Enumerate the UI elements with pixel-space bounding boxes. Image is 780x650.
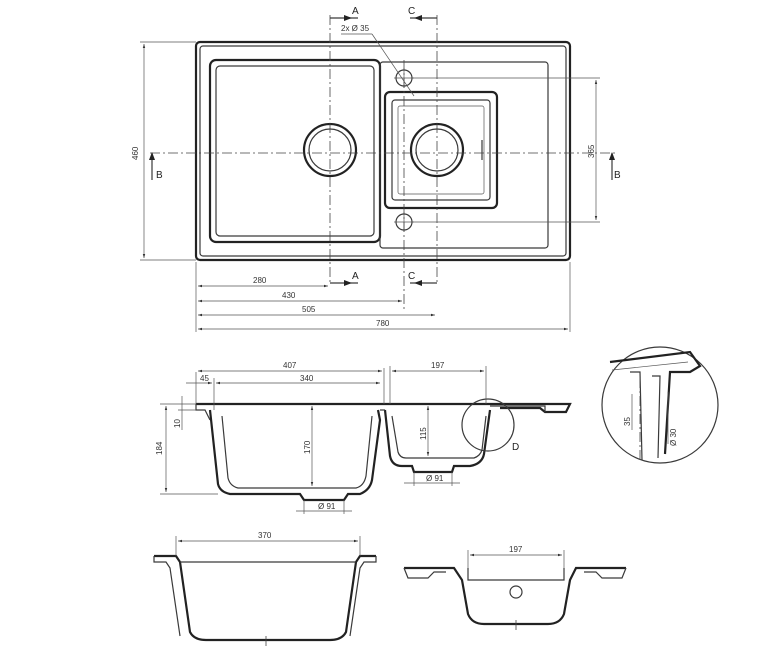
dim-430: 430	[282, 291, 296, 300]
overflow-hole	[509, 585, 523, 599]
sink-outline	[194, 40, 572, 262]
small-bowl	[383, 90, 499, 210]
dim-115: 115	[419, 427, 428, 440]
drainboard	[379, 61, 549, 249]
dim-460: 460	[131, 146, 140, 160]
dim-drain-small: Ø 91	[426, 474, 444, 483]
dim-340: 340	[300, 374, 314, 383]
large-bowl	[208, 58, 382, 244]
section-b-left: B	[156, 170, 163, 181]
detail-d-label: D	[512, 442, 519, 453]
dim-184: 184	[155, 441, 164, 455]
section-c-bottom: C	[408, 271, 415, 282]
section-a-top: A	[352, 6, 359, 17]
section-b-right: B	[614, 170, 621, 181]
dim-45: 45	[200, 374, 209, 383]
dim-780: 780	[376, 319, 390, 328]
dim-10: 10	[173, 419, 182, 428]
dim-phi30-detail: Ø 30	[669, 428, 678, 446]
large-bowl-section	[208, 409, 382, 502]
detail-d-circle	[461, 398, 515, 452]
small-bowl-section	[383, 409, 492, 474]
hole-note: 2x Ø 35	[341, 24, 370, 33]
top-view: A A C C B B 2x Ø 35 460 365 280	[131, 6, 621, 332]
dim-35-detail: 35	[623, 417, 632, 426]
dim-170: 170	[303, 440, 312, 454]
dim-365: 365	[587, 144, 596, 158]
dim-280: 280	[253, 276, 267, 285]
dim-197-bottom: 197	[509, 545, 523, 554]
dim-197-section: 197	[431, 361, 445, 370]
dim-407: 407	[283, 361, 297, 370]
section-c-top: C	[408, 6, 415, 17]
dim-drain-large: Ø 91	[318, 502, 336, 511]
bottom-right-section: 197	[403, 545, 627, 632]
dim-505: 505	[302, 305, 316, 314]
section-view: D 407 45 340 197 184 10 170 115 Ø 91	[155, 361, 572, 514]
dim-370: 370	[258, 531, 272, 540]
section-a-bottom: A	[352, 271, 359, 282]
bottom-left-section: 370	[153, 531, 377, 648]
detail-view: 35 Ø 30	[601, 346, 719, 464]
